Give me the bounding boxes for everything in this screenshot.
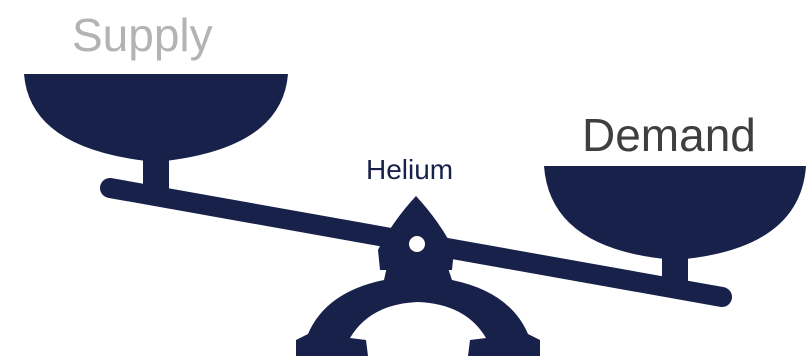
scale-base	[296, 262, 540, 356]
fulcrum-pivot	[378, 196, 454, 270]
fulcrum-pivot-hole	[409, 236, 425, 252]
supply-label: Supply	[72, 12, 213, 58]
left-pan-stem	[143, 150, 169, 198]
demand-label: Demand	[582, 112, 756, 158]
fulcrum-label: Helium	[366, 156, 453, 184]
left-pan	[24, 74, 288, 162]
right-pan-stem	[662, 245, 688, 293]
